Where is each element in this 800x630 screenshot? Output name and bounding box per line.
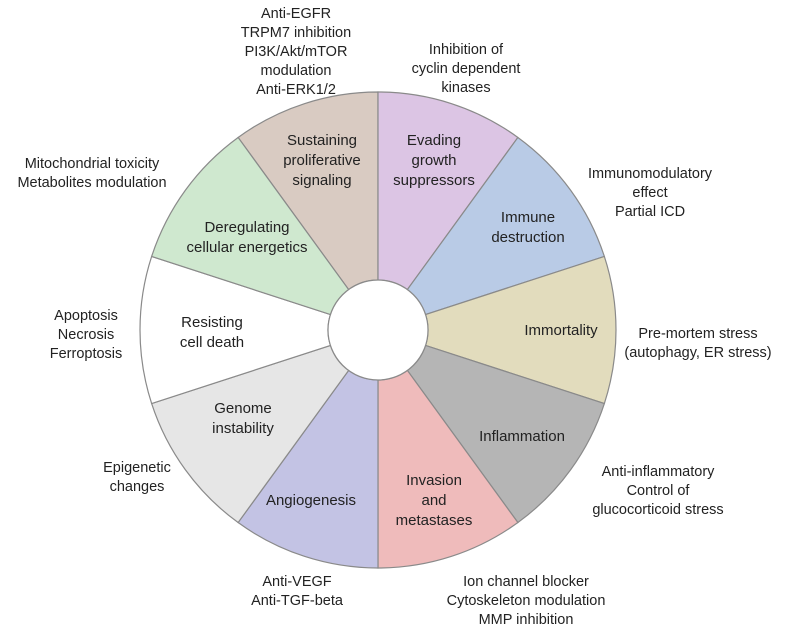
annotation-immortality: Pre-mortem stress(autophagy, ER stress) bbox=[624, 326, 771, 361]
segment-label-immortality: Immortality bbox=[524, 322, 598, 339]
wheel-segments bbox=[139, 91, 617, 569]
segment-label-angiogenesis: Angiogenesis bbox=[266, 492, 356, 509]
center-circle bbox=[327, 279, 429, 381]
segment-label-inflammation: Inflammation bbox=[479, 428, 565, 445]
